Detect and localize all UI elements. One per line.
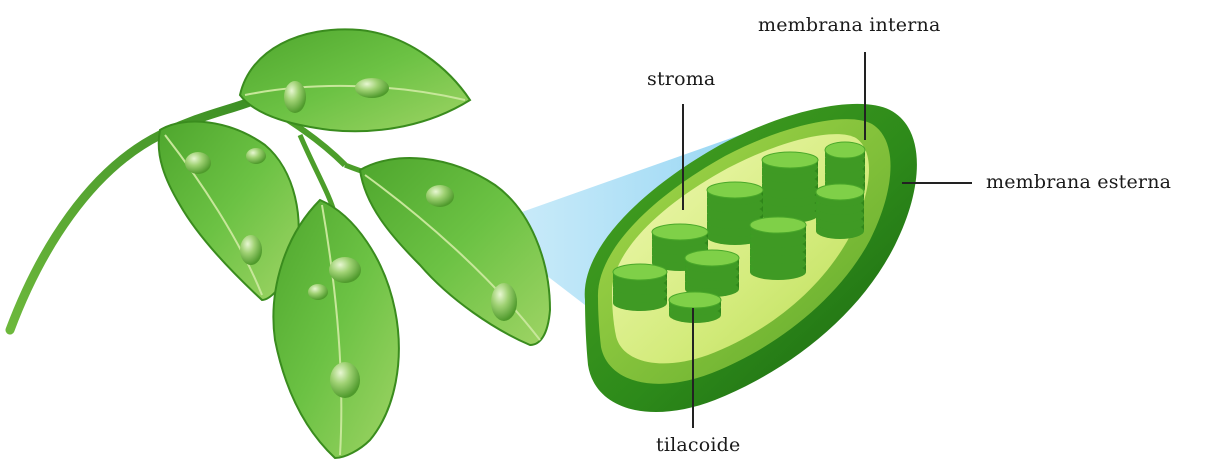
thylakoid-disc-top (613, 264, 667, 280)
thylakoid-disc-top (707, 182, 763, 198)
granum-stack (669, 292, 721, 323)
granum-stack (750, 217, 806, 280)
plant-branch (10, 29, 550, 458)
leaf-top (240, 29, 470, 131)
granum-stack (762, 152, 818, 223)
chloroplast (585, 104, 917, 412)
thylakoid-disc-top (816, 184, 864, 200)
leaf-bottom (273, 200, 398, 458)
thylakoid-disc-top (669, 292, 721, 308)
thylakoid-disc-top (652, 224, 708, 240)
inner-membrane-label: membrana interna (758, 14, 941, 36)
leaf-left (159, 122, 299, 300)
thylakoid-disc-top (825, 142, 865, 158)
stroma-label: stroma (647, 68, 715, 90)
thylakoid-disc-top (762, 152, 818, 168)
thylakoid-label: tilacoide (656, 434, 740, 456)
thylakoid-disc-top (750, 217, 806, 233)
granum-stack (685, 250, 739, 297)
granum-stack (613, 264, 667, 311)
granum-stack (816, 184, 864, 239)
outer-membrane-label: membrana esterna (986, 171, 1171, 193)
thylakoid-disc-top (685, 250, 739, 266)
